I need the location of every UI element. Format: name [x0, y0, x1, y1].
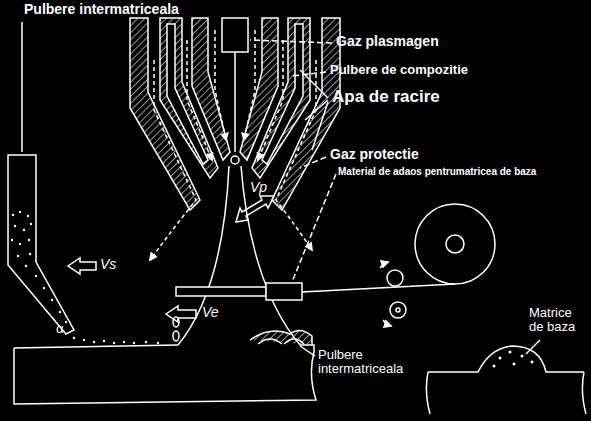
part-label: Gaz protectie [330, 147, 419, 162]
part-label: Material de adaos pentrumatricea de baza [338, 166, 536, 177]
part-label: Pulbere intermatriceala [318, 348, 418, 377]
part-label: Pulbere intermatriceala [24, 2, 179, 17]
part-label: Matrice de baza [529, 306, 587, 335]
part-label: Vp [250, 180, 267, 195]
part-label: Vs [100, 257, 116, 272]
part-label: Ve [202, 305, 219, 320]
part-label: Pulbere de compozitie [330, 63, 468, 77]
part-label: α [56, 322, 64, 336]
part-label: Gaz plasmagen [336, 34, 439, 49]
part-label: Apa de racire [332, 88, 440, 107]
